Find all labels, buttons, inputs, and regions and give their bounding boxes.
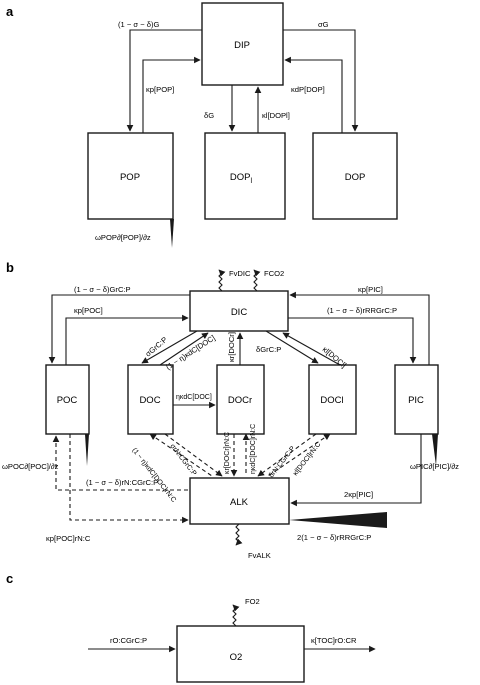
docl-box	[308, 364, 357, 435]
dash-doc-alk-2	[164, 433, 223, 477]
doc-box-label: DOC	[139, 395, 160, 406]
arrow-dip-to-dop	[283, 29, 359, 132]
label-o2-out: κ[TOC]rO:CR	[311, 636, 357, 645]
label-pic-to-dic: κp[PIC]	[358, 285, 383, 294]
pic-box	[394, 364, 439, 435]
dop-box-label: DOP	[345, 172, 366, 183]
dash-doc-alk-1	[149, 433, 213, 477]
label-poc-to-dic: κp[POC]	[74, 306, 103, 315]
docr-box-label: DOCr	[228, 395, 252, 406]
label-dic-to-poc: (1 − σ − δ)GrC:P	[74, 285, 131, 294]
dash-poc-to-alk	[69, 434, 189, 524]
pic-sink-wedge	[432, 434, 438, 466]
panel-c-label: c	[6, 571, 13, 586]
arrow-doc-to-dic	[159, 332, 209, 366]
label-pop-to-dip: κp[POP]	[146, 85, 174, 94]
label-dash-3: κr[DOCr]rN:C	[224, 432, 231, 474]
arrow-dip-to-pop	[126, 29, 202, 132]
pop-box-label: POP	[120, 172, 140, 183]
label-pic-to-alk: 2κp[PIC]	[344, 490, 373, 499]
arrow-pic-to-dic	[289, 291, 430, 365]
arrow-dic-to-pic	[288, 317, 417, 364]
flux-o2-arrow	[232, 604, 240, 627]
label-f-valk: FvALK	[248, 551, 271, 560]
docr-box	[216, 364, 265, 435]
arrow-pop-to-dip	[142, 56, 201, 133]
docl-box-label: DOCl	[320, 395, 343, 406]
dopl-box	[204, 132, 286, 220]
dopl-box-label: DOPl	[230, 172, 253, 185]
arrow-dic-to-docl	[265, 330, 319, 364]
flux-valk-arrow	[235, 523, 243, 546]
arrow-docl-to-dic	[282, 332, 341, 366]
doc-box	[127, 364, 174, 435]
alk-out-wedge	[289, 512, 387, 528]
pop-sink-wedge	[170, 219, 174, 248]
alk-box-label: ALK	[230, 497, 249, 508]
poc-sink-wedge	[85, 434, 89, 466]
flux-vdic-arrow	[218, 269, 226, 292]
pop-box	[87, 132, 174, 220]
o2-box	[176, 625, 305, 683]
label-alk-in: (1 − σ − δ)rN:CGrC:P	[86, 478, 158, 487]
dash-docl-alk-2	[267, 433, 331, 477]
arrow-pic-to-alk	[290, 434, 422, 507]
label-kp-poc-n: κp[POC]rN:C	[46, 534, 91, 543]
label-dip-to-dop: σG	[318, 20, 329, 29]
dip-box-label: DIP	[234, 40, 250, 51]
label-pop-sink: ωPOP∂[POP]/∂z	[95, 233, 151, 242]
label-doc-to-dic: (1 − η)κdC[DOC]	[164, 333, 217, 371]
label-dip-to-pop: (1 − σ − δ)G	[118, 20, 160, 29]
label-dash-6: κl[DOCl]rN:C	[292, 441, 322, 477]
dic-box-label: DIC	[231, 307, 248, 318]
alk-box	[189, 477, 290, 525]
label-doc-to-docr: ηκdC[DOC]	[176, 394, 212, 401]
dic-box	[189, 290, 289, 332]
label-docr-to-dic: κr[DOCr]	[227, 332, 236, 362]
label-f-vdic: FvDIC	[229, 269, 251, 278]
arrow-dop-to-dip	[284, 56, 343, 133]
dop-box	[312, 132, 398, 220]
label-alk-out: 2(1 − σ − δ)rRRGrC:P	[297, 533, 371, 542]
label-pic-sink: ωPIC∂[PIC]/∂z	[410, 462, 459, 471]
label-dic-to-pic: (1 − σ − δ)rRRGrC:P	[327, 306, 397, 315]
label-f-o2: FO2	[245, 597, 260, 606]
arrow-poc-to-dic	[65, 314, 189, 365]
dip-box	[201, 2, 284, 86]
o2-box-label: O2	[230, 652, 243, 663]
arrow-dic-to-poc	[48, 294, 190, 364]
label-dash-2: σrN:CGrC:P	[168, 443, 197, 478]
dash-alk-to-poc	[52, 435, 188, 491]
label-f-co2: FCO2	[264, 269, 284, 278]
arrow-dic-to-doc	[141, 330, 198, 364]
label-o2-in: rO:CGrC:P	[110, 636, 147, 645]
panel-b-label: b	[6, 260, 14, 275]
dash-docl-alk-1	[257, 433, 317, 477]
label-dash-1: (1 − η)κdC[DOC]rN:C	[130, 447, 177, 504]
label-dic-to-docl: δGrC:P	[256, 345, 281, 354]
label-dopl-to-dip: κl[DOPl]	[262, 111, 290, 120]
poc-box	[45, 364, 90, 435]
label-dop-to-dip: κdP[DOP]	[291, 85, 325, 94]
label-dip-to-dopl: δG	[204, 111, 214, 120]
poc-box-label: POC	[57, 395, 78, 406]
label-poc-sink: ωPOC∂[POC]/∂z	[2, 462, 59, 471]
pic-box-label: PIC	[408, 395, 424, 406]
label-dash-4: ηκdC[DOC]rN:C	[250, 424, 257, 474]
panel-a-label: a	[6, 4, 14, 19]
flux-co2-arrow	[253, 269, 261, 292]
